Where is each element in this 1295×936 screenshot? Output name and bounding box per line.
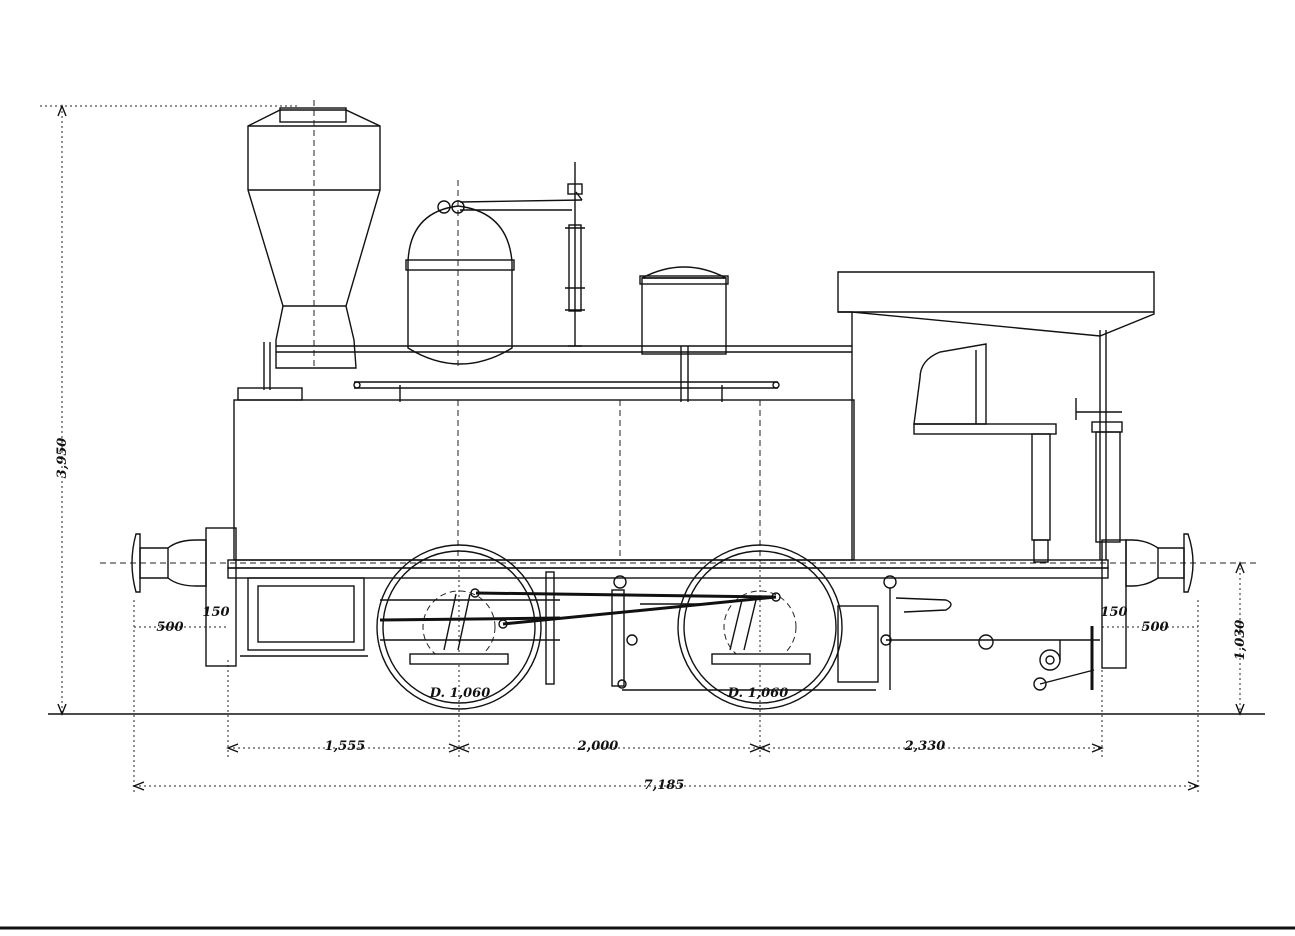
frame [205,527,1127,669]
safety-valve [459,162,585,347]
chimney [247,100,381,390]
front-buffer [131,533,207,593]
height-dimension-label: 3,950 [55,438,70,479]
overall-length-label: 7,185 [644,778,685,793]
front-wheel: D. 1,060 [376,544,542,710]
front-wheel-diameter: D. 1,060 [429,686,491,701]
cab [837,271,1155,563]
rear-gear [837,575,1100,691]
cylinder [240,577,368,657]
rear-beam-label: 150 [1100,605,1127,620]
sand-box [639,266,729,402]
rear-buffer-length-label: 500 [1141,620,1168,635]
front-overhang-label: 1,555 [325,739,366,754]
buffer-height-label: 1,030 [1233,620,1248,661]
front-buffer-length-label: 500 [156,620,183,635]
steam-dome [405,180,515,370]
rear-overhang-label: 2,330 [904,739,946,754]
buffer-height-dimension: 1,030 [1233,561,1248,716]
valve-gear [379,571,876,691]
buffer-dimensions: 500 150 150 500 [134,605,1198,635]
rear-wheel-diameter: D. 1,060 [727,686,789,701]
wheelbase-label: 2,000 [577,739,619,754]
rear-buffer [1125,533,1194,593]
side-tank [233,387,855,561]
boiler [276,345,852,402]
height-dimension: 3,950 [40,104,300,716]
front-beam-label: 150 [202,605,229,620]
